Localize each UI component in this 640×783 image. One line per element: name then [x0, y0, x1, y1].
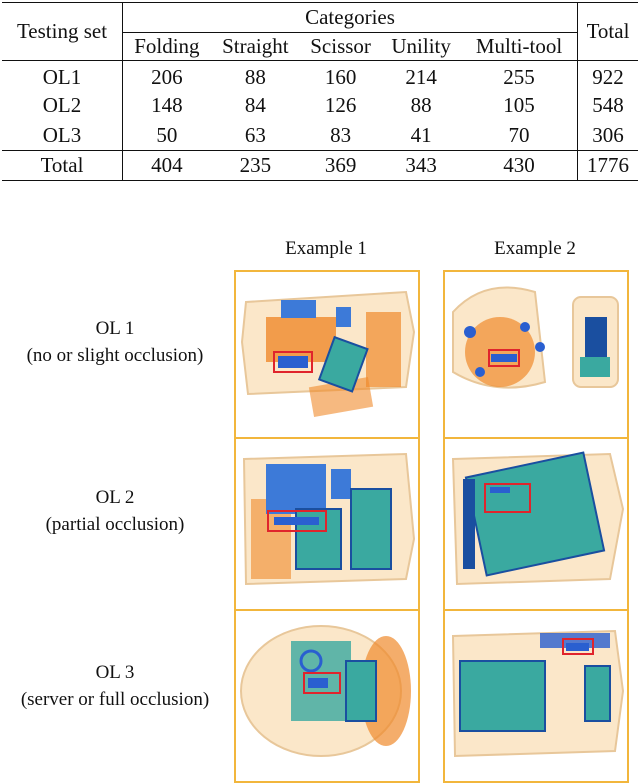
highlight-box	[562, 638, 594, 655]
row-label: Total	[2, 150, 123, 181]
cell: 369	[299, 150, 382, 181]
row-label-title: OL 2	[95, 487, 135, 508]
highlight-box	[303, 672, 341, 694]
highlight-box	[484, 483, 531, 513]
col-straight: Straight	[222, 34, 289, 58]
row-total: 306	[577, 120, 638, 151]
cell: 105	[503, 93, 535, 117]
cell: 88	[210, 60, 300, 91]
cell: 50	[156, 122, 178, 147]
cell: 148	[151, 93, 183, 117]
table-total-row: Total 404 235 369 343 430 1776	[2, 150, 638, 181]
table-row: OL1 206 88 160 214 255 922	[2, 60, 638, 91]
row-label-subtitle: (partial occlusion)	[45, 514, 185, 535]
row-label-ol2: OL 2 (partial occlusion)	[0, 484, 230, 538]
cell: 41	[410, 122, 432, 147]
row-total: 922	[577, 60, 638, 91]
row-label-subtitle: (server or full occlusion)	[20, 689, 210, 710]
highlight-box	[273, 351, 313, 373]
grand-total: 1776	[577, 150, 638, 181]
xray-image-ol1-example2	[443, 270, 629, 444]
dataset-statistics-table: Testing set Categories Total Folding Str…	[2, 2, 638, 181]
cell: 84	[244, 93, 266, 117]
col-multi-tool: Multi-tool	[475, 34, 563, 58]
row-label-title: OL 1	[95, 318, 135, 339]
cell: 83	[330, 122, 352, 147]
cell: 206	[122, 60, 211, 91]
col-folding: Folding	[134, 34, 200, 58]
cell: 430	[461, 150, 578, 181]
column-title-example-1: Example 1	[285, 238, 367, 259]
row-total: 548	[577, 90, 638, 121]
row-label-ol3: OL 3 (server or full occlusion)	[0, 659, 230, 713]
cell: 404	[122, 150, 211, 181]
row-label: OL1	[2, 60, 123, 91]
cell: 70	[508, 122, 530, 147]
cell: 235	[210, 150, 300, 181]
col-unility: Unility	[391, 34, 451, 58]
row-label-title: OL 3	[95, 662, 135, 683]
header-total: Total	[577, 2, 638, 61]
row-label-ol1: OL 1 (no or slight occlusion)	[0, 315, 230, 369]
row-label: OL3	[2, 120, 123, 151]
table-row: OL2 148 84 126 88 105 548	[2, 90, 638, 121]
header-categories: Categories	[122, 2, 578, 33]
cell: 343	[381, 150, 462, 181]
cell: 88	[410, 93, 432, 117]
column-title-example-2: Example 2	[494, 238, 576, 259]
cell: 160	[299, 60, 382, 91]
highlight-box	[267, 510, 327, 532]
row-label: OL2	[2, 90, 123, 121]
cell: 214	[381, 60, 462, 91]
xray-image-ol1-example1	[234, 270, 420, 444]
xray-image-ol2-example1	[234, 437, 420, 611]
col-scissor: Scissor	[310, 34, 371, 58]
cell: 126	[324, 93, 357, 117]
table-row: OL3 50 63 83 41 70 306	[2, 120, 638, 151]
cell: 63	[244, 122, 266, 147]
row-label-subtitle: (no or slight occlusion)	[26, 345, 204, 366]
cell: 255	[461, 60, 578, 91]
xray-image-ol2-example2	[443, 437, 629, 611]
header-testing-set: Testing set	[2, 2, 123, 61]
xray-image-ol3-example2	[443, 609, 629, 783]
highlight-box	[488, 349, 520, 367]
